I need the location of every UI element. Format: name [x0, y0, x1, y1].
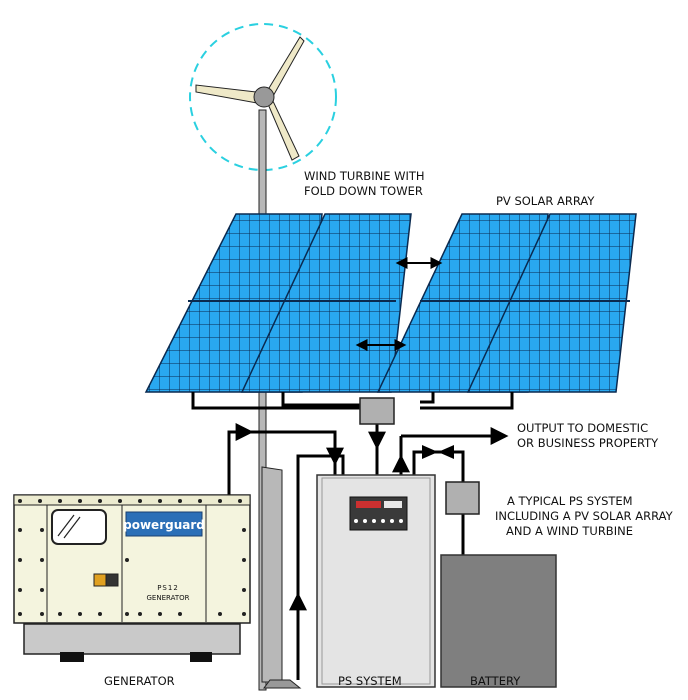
wind-turbine-label: FOLD DOWN TOWER	[304, 184, 423, 198]
typical-system-label: A TYPICAL PS SYSTEM	[507, 494, 633, 508]
typical-system-label: INCLUDING A PV SOLAR ARRAY	[495, 509, 674, 523]
rotor-sweep-circle	[189, 23, 337, 171]
turbine-blade	[265, 36, 305, 99]
generator-label: GENERATOR	[104, 674, 175, 688]
generator	[13, 494, 251, 662]
brand-panel	[125, 511, 203, 537]
wind-turbine-label: WIND TURBINE WITH	[304, 169, 425, 183]
generator-window	[51, 509, 107, 545]
pv-array-label: PV SOLAR ARRAY	[496, 194, 595, 208]
charge-controller	[445, 481, 480, 515]
turbine-blade	[195, 84, 258, 104]
battery-label: BATTERY	[470, 674, 521, 688]
generator-model-label: PS12	[157, 584, 179, 592]
brand-label: powerguard	[123, 518, 205, 532]
ps-system-cabinet	[316, 474, 436, 688]
ps-system-label: PS SYSTEM	[338, 674, 402, 688]
turbine-hub	[253, 86, 275, 108]
turbine-blade	[267, 98, 300, 161]
solar-panel	[466, 213, 637, 393]
combiner-box	[359, 397, 395, 425]
typical-system-label: AND A WIND TURBINE	[506, 524, 633, 538]
generator-model-label: GENERATOR	[147, 594, 190, 602]
wind-turbine	[189, 23, 337, 691]
battery	[440, 554, 557, 688]
bidirectional-connector	[422, 445, 454, 459]
output-label: OUTPUT TO DOMESTIC	[517, 421, 648, 435]
tower-hinge-base	[261, 466, 302, 689]
pv-solar-array	[144, 213, 637, 393]
turbine-tower	[258, 109, 267, 691]
wiring	[191, 392, 514, 680]
generator-switch	[93, 573, 107, 587]
output-label: OR BUSINESS PROPERTY	[517, 436, 659, 450]
